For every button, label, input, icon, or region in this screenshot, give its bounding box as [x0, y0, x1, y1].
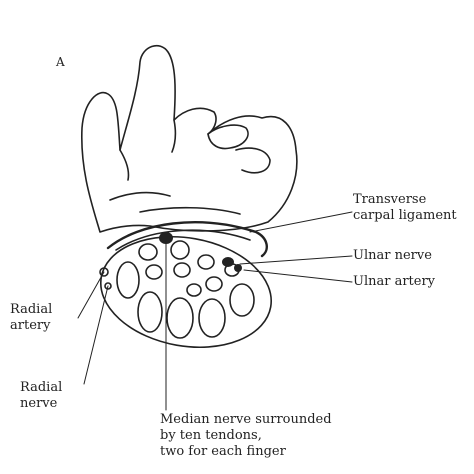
transverse-carpal-ligament: [108, 222, 267, 256]
ulnar-artery-label: Ulnar artery: [353, 274, 435, 290]
hand-outline: [82, 46, 297, 232]
radial-nerve-label-line-1: Radial: [20, 380, 62, 396]
tendon: [174, 263, 190, 277]
radial-nerve-label: Radial nerve: [20, 380, 62, 412]
ulnar-nerve: [222, 257, 234, 267]
radial-nerve-label-line-2: nerve: [20, 396, 62, 412]
radial-artery-label: Radial artery: [10, 302, 52, 334]
tendon: [138, 292, 162, 332]
transverse-label-line-2: carpal ligament: [353, 208, 457, 224]
transverse-label-line-1: Transverse: [353, 192, 457, 208]
median-label-line-3: two for each finger: [160, 444, 332, 460]
median-label-line-2: by ten tendons,: [160, 428, 332, 444]
tendon: [206, 277, 222, 291]
median-label-line-1: Median nerve surrounded: [160, 412, 332, 428]
thumb-crease: [110, 193, 170, 200]
leader-radial-artery: [78, 272, 104, 318]
tendon: [230, 284, 254, 316]
leader-transverse: [250, 212, 352, 232]
tendon: [199, 299, 225, 337]
tendon: [146, 265, 162, 279]
transverse-carpal-ligament-label: Transverse carpal ligament: [353, 192, 457, 224]
ulnar-nerve-label: Ulnar nerve: [353, 248, 432, 264]
panel-letter: A: [56, 54, 65, 70]
curled-finger-2: [236, 148, 270, 173]
tendon: [171, 241, 189, 259]
tendon: [198, 255, 214, 269]
tendon: [139, 244, 157, 260]
palm-crease: [140, 208, 240, 214]
tendon: [117, 262, 139, 298]
median-nerve-label: Median nerve surrounded by ten tendons, …: [160, 412, 332, 460]
tendon: [187, 284, 201, 296]
median-nerve: [159, 232, 173, 244]
tendon: [167, 298, 193, 338]
finger-crease-1: [120, 150, 129, 180]
leader-ulnar-nerve: [240, 256, 352, 264]
ulnar-artery: [234, 264, 242, 272]
leader-ulnar-artery: [244, 270, 352, 282]
radial-artery-label-line-2: artery: [10, 318, 52, 334]
finger-crease-2: [172, 120, 175, 152]
radial-artery-label-line-1: Radial: [10, 302, 52, 318]
